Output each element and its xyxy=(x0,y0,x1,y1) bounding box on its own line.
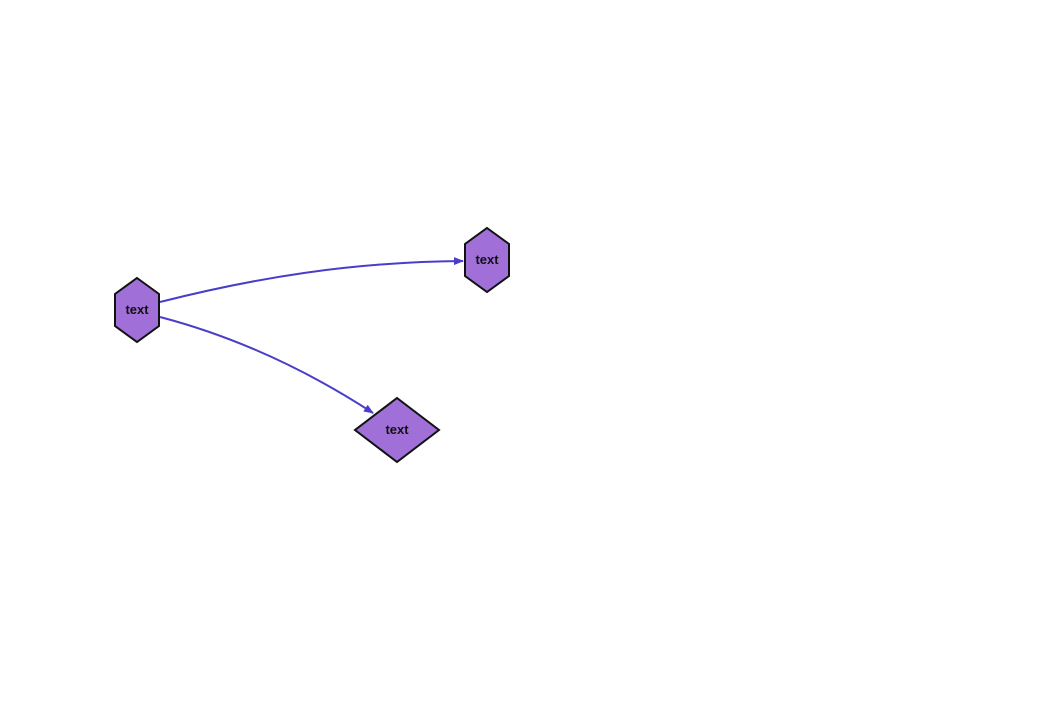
edge-n1-to-n3[interactable] xyxy=(159,316,374,414)
node-n3[interactable]: text xyxy=(353,396,441,464)
node-n1[interactable]: text xyxy=(114,276,160,344)
node-label: text xyxy=(475,252,499,267)
edge-n1-to-n2[interactable] xyxy=(159,257,464,303)
hexagon-shape xyxy=(464,226,510,294)
node-label: text xyxy=(385,422,409,437)
hexagon-shape xyxy=(114,276,160,344)
node-label: text xyxy=(125,302,149,317)
node-n2[interactable]: text xyxy=(464,226,510,294)
diamond-shape xyxy=(353,396,441,464)
